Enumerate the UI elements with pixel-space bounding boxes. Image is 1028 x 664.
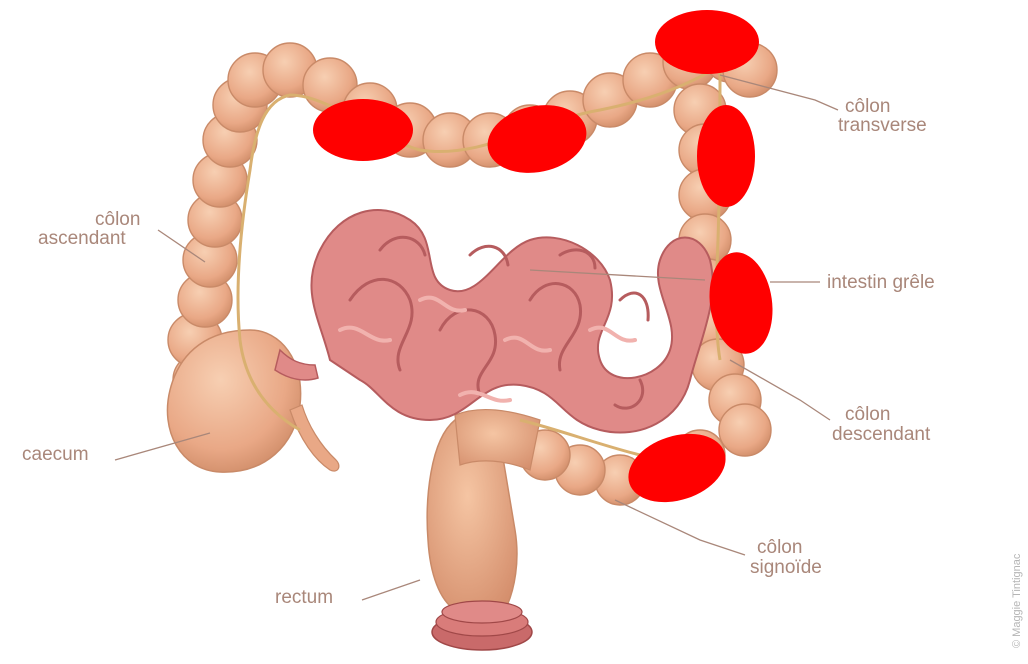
appendix: [290, 405, 339, 471]
label-colon-descendant: côlon: [845, 404, 890, 425]
label-intestin-grele: intestin grêle: [827, 272, 935, 293]
anal-sphincter: [432, 601, 532, 650]
rectum-shape: [427, 410, 540, 650]
label-colon-ascendant: côlon: [95, 209, 140, 230]
label-colon-sigmoide: côlon: [757, 537, 802, 558]
label-colon-transverse-2: transverse: [838, 115, 927, 136]
colon-haustrum: [719, 404, 771, 456]
small-intestine: [275, 210, 713, 433]
red-marker-sigmoid: [620, 422, 735, 514]
label-colon-transverse: côlon: [845, 96, 890, 117]
label-rectum: rectum: [275, 587, 333, 608]
credit-text: © Maggie Tintignac: [1011, 553, 1023, 648]
red-marker-transverse-left: [313, 99, 413, 161]
label-colon-ascendant-2: ascendant: [38, 228, 126, 249]
leader-rectum: [362, 580, 420, 600]
label-colon-descendant-2: descendant: [832, 424, 931, 445]
label-caecum: caecum: [22, 444, 89, 465]
red-marker-top-right: [655, 10, 759, 74]
red-marker-right-upper: [697, 105, 755, 207]
leader-colon-sigmoide: [615, 500, 745, 555]
label-colon-sigmoide-2: signoïde: [750, 557, 822, 578]
